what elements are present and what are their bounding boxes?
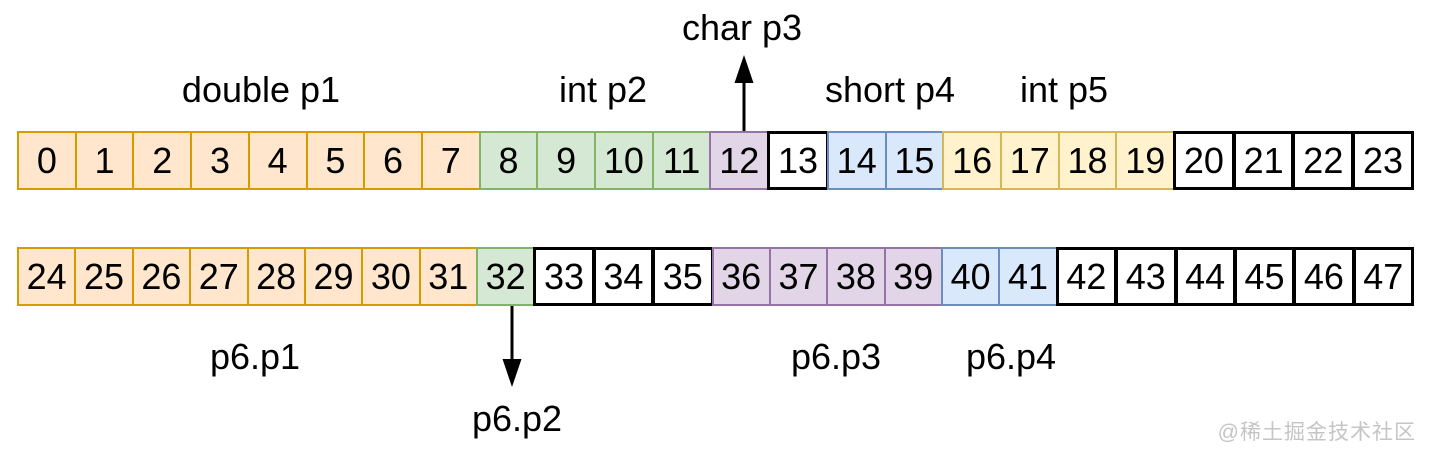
memory-cell-23: 23 <box>1352 131 1414 190</box>
memory-cell-16: 16 <box>942 131 1002 190</box>
memory-cell-43: 43 <box>1115 247 1177 306</box>
label-int-p5: int p5 <box>1019 69 1109 110</box>
memory-cell-47: 47 <box>1352 247 1414 306</box>
memory-cell-6: 6 <box>363 131 423 190</box>
label-p6-p2: p6.p2 <box>471 398 563 439</box>
memory-cell-29: 29 <box>303 247 364 306</box>
memory-cell-12: 12 <box>709 131 770 190</box>
memory-cell-14: 14 <box>826 131 887 190</box>
memory-cell-11: 11 <box>651 131 712 190</box>
memory-cell-41: 41 <box>998 247 1058 306</box>
memory-cell-38: 38 <box>826 247 886 306</box>
memory-cell-21: 21 <box>1232 131 1295 190</box>
memory-cell-40: 40 <box>941 247 1001 306</box>
memory-cell-18: 18 <box>1057 131 1118 190</box>
memory-cell-31: 31 <box>418 247 478 306</box>
memory-cell-17: 17 <box>999 131 1060 190</box>
memory-cell-42: 42 <box>1055 247 1118 306</box>
memory-cell-22: 22 <box>1292 131 1355 190</box>
memory-cell-7: 7 <box>420 131 481 190</box>
memory-cell-1: 1 <box>74 131 135 190</box>
memory-cell-13: 13 <box>767 131 829 190</box>
memory-cell-33: 33 <box>533 247 595 306</box>
memory-cell-39: 39 <box>883 247 943 306</box>
memory-cell-36: 36 <box>711 247 771 306</box>
arrow-char-p3-to-byte12 <box>734 55 754 132</box>
memory-cell-9: 9 <box>536 131 597 190</box>
label-p6-p4: p6.p4 <box>965 336 1057 377</box>
memory-cell-0: 0 <box>17 131 77 190</box>
memory-cell-45: 45 <box>1233 247 1296 306</box>
memory-cell-4: 4 <box>247 131 308 190</box>
memory-cell-20: 20 <box>1173 131 1235 190</box>
label-double-p1: double p1 <box>181 69 341 110</box>
memory-cell-30: 30 <box>361 247 421 306</box>
memory-cell-3: 3 <box>190 131 250 190</box>
arrow-byte32-to-p6-p2 <box>502 306 522 387</box>
memory-cell-8: 8 <box>478 131 539 190</box>
memory-cell-5: 5 <box>305 131 366 190</box>
memory-cell-19: 19 <box>1115 131 1176 190</box>
memory-cell-35: 35 <box>652 247 714 306</box>
memory-cell-34: 34 <box>592 247 655 306</box>
memory-cell-10: 10 <box>594 131 654 190</box>
memory-cell-46: 46 <box>1293 247 1355 306</box>
memory-cell-15: 15 <box>884 131 945 190</box>
label-p6-p1: p6.p1 <box>209 336 301 377</box>
memory-cell-26: 26 <box>131 247 192 306</box>
label-p6-p3: p6.p3 <box>790 336 882 377</box>
memory-cell-28: 28 <box>246 247 306 306</box>
memory-cell-25: 25 <box>74 247 134 306</box>
memory-cell-2: 2 <box>132 131 193 190</box>
watermark: @稀土掘金技术社区 <box>1217 421 1416 444</box>
label-char-p3: char p3 <box>681 7 803 48</box>
memory-cell-24: 24 <box>17 247 77 306</box>
label-short-p4: short p4 <box>824 69 956 110</box>
memory-cell-27: 27 <box>189 247 249 306</box>
memory-cell-37: 37 <box>768 247 829 306</box>
memory-cell-32: 32 <box>476 247 536 306</box>
label-int-p2: int p2 <box>558 69 648 110</box>
memory-cell-44: 44 <box>1174 247 1236 306</box>
